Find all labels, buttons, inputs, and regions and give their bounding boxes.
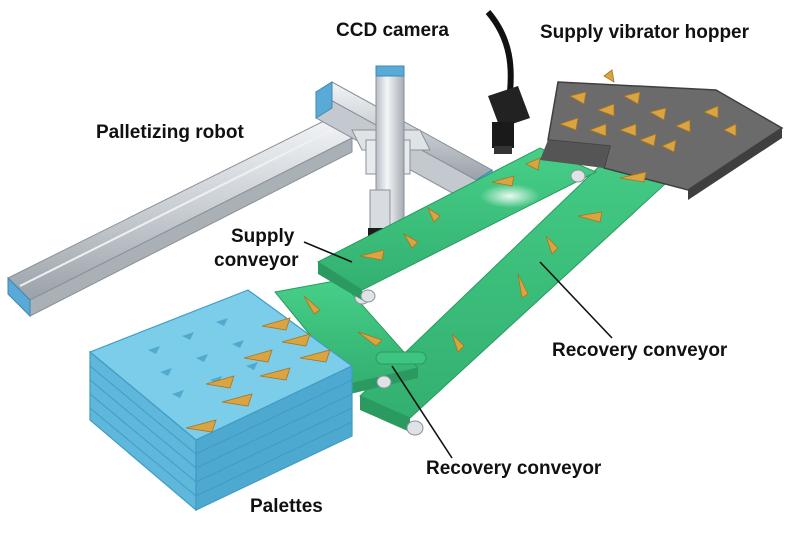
label-supply-conveyor-line2: conveyor	[214, 250, 299, 271]
robot-rail-long	[7, 117, 353, 318]
label-ccd-camera: CCD camera	[336, 20, 449, 41]
leader-lines	[303, 241, 613, 459]
label-palletizing-robot: Palletizing robot	[96, 122, 244, 143]
label-palettes: Palettes	[250, 496, 323, 517]
ccd-camera	[485, 10, 530, 154]
label-supply-vibrator-hopper: Supply vibrator hopper	[540, 22, 750, 43]
supply-conveyor	[316, 147, 598, 303]
label-supply-conveyor-line1: Supply	[231, 226, 295, 247]
palletizing-robot	[351, 65, 431, 244]
label-recovery-conveyor-lower: Recovery conveyor	[426, 458, 602, 479]
parts	[185, 69, 737, 433]
label-recovery-conveyor-upper: Recovery conveyor	[552, 340, 728, 361]
